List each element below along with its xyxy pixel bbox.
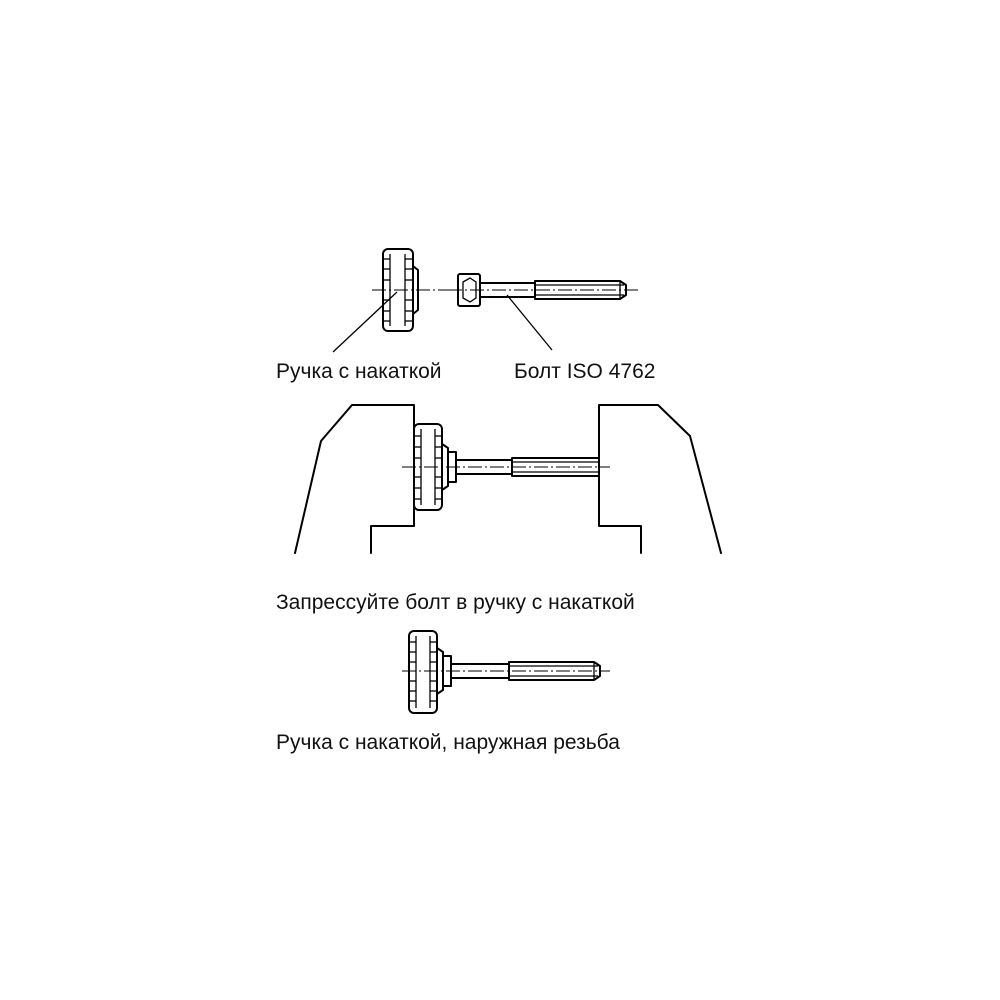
knurled-knob-part — [372, 248, 452, 332]
bolt-label: Болт ISO 4762 — [514, 360, 655, 383]
press-left-jaw — [294, 404, 415, 554]
bolt-leader-line — [506, 294, 553, 351]
knob-in-press — [402, 423, 610, 511]
result-label: Ручка с накаткой, наружная резьба — [276, 731, 620, 754]
press-right-jaw — [598, 404, 722, 554]
press-instruction-label: Запрессуйте болт в ручку с накаткой — [276, 591, 635, 614]
knob-label: Ручка с накаткой — [276, 360, 442, 383]
knob-leader-line — [332, 291, 398, 353]
assembled-knob-with-thread — [402, 630, 610, 714]
socket-bolt-part — [448, 273, 640, 307]
